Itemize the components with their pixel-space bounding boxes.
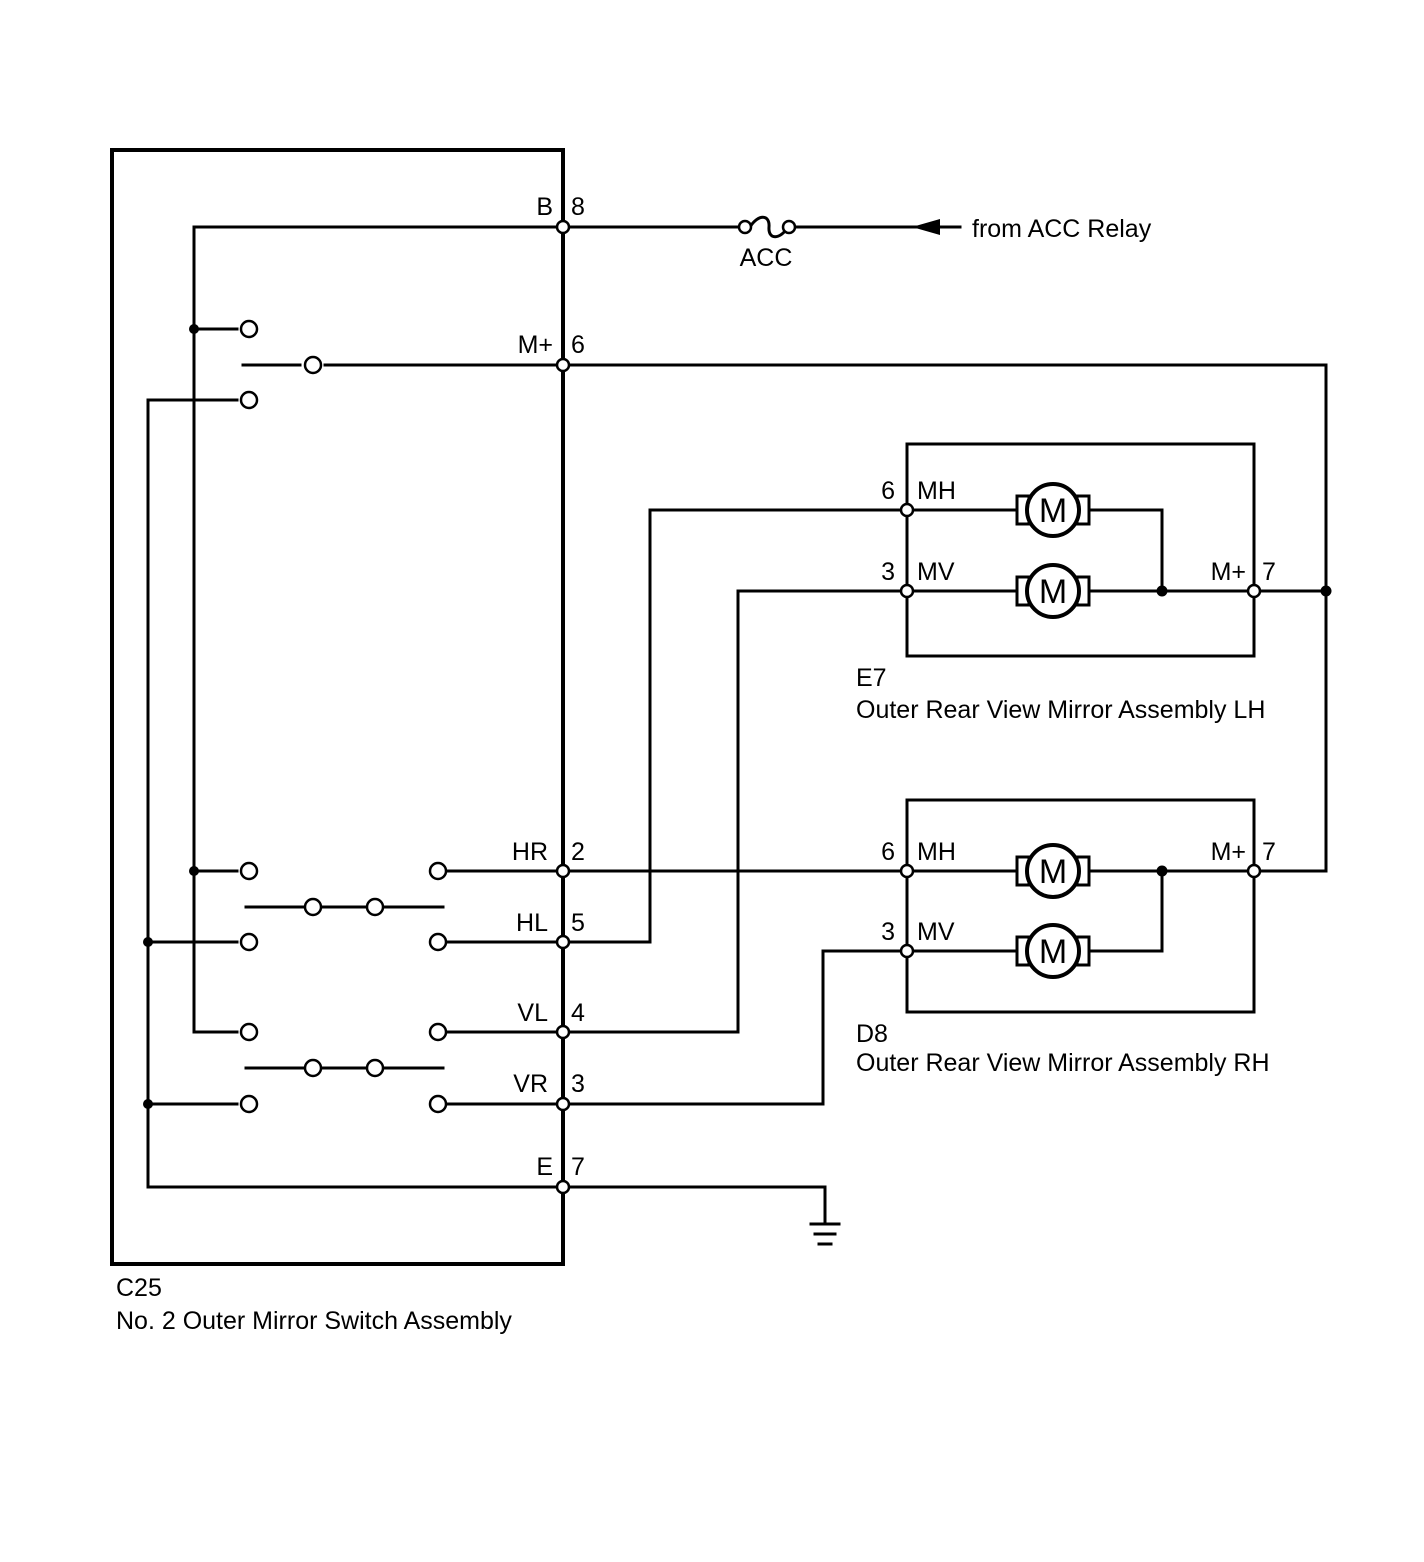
fuse-label: ACC [740, 244, 793, 272]
junction-dot [1320, 585, 1332, 597]
switch-contact [239, 390, 259, 410]
pin-name-hr: HR [512, 838, 548, 866]
pin-name-mplus: M+ [518, 331, 553, 359]
wire [561, 949, 909, 1106]
fuse-symbol [748, 215, 790, 239]
wire [561, 1185, 827, 1226]
switch-contact [239, 932, 259, 952]
terminal [555, 1096, 571, 1112]
mirror-rh-box [905, 798, 1256, 1014]
rh-mh-name: MH [917, 838, 956, 866]
terminal [555, 357, 571, 373]
switch-contact [303, 355, 323, 375]
pin-name-hl: HL [516, 909, 548, 937]
pin-num-hl: 5 [571, 909, 585, 937]
lh-mv-num: 3 [881, 558, 895, 586]
switch-contact [365, 897, 385, 917]
arrow-icon [912, 219, 940, 235]
mirror-lh-name: Outer Rear View Mirror Assembly LH [856, 696, 1265, 724]
rh-mplus-name: M+ [1211, 838, 1246, 866]
switch-contact [428, 1094, 448, 1114]
pin-num-b: 8 [571, 193, 585, 221]
pin-name-b: B [536, 193, 553, 221]
switch-contact [428, 1022, 448, 1042]
lh-mh-num: 6 [881, 477, 895, 505]
switch-contact [239, 1094, 259, 1114]
rh-mh-num: 6 [881, 838, 895, 866]
motor-icon: M [1015, 843, 1091, 899]
lh-mv-name: MV [917, 558, 955, 586]
switch-assembly-code: C25 [116, 1274, 162, 1302]
fuse-terminal [737, 219, 753, 235]
terminal [555, 1179, 571, 1195]
switch-assembly-box [110, 148, 565, 1266]
pin-num-vl: 4 [571, 999, 585, 1027]
motor-icon: M [1015, 482, 1091, 538]
lh-mh-name: MH [917, 477, 956, 505]
junction-dot [1156, 865, 1168, 877]
rh-mv-name: MV [917, 918, 955, 946]
rh-mplus-num: 7 [1262, 838, 1276, 866]
motor-icon: M [1015, 563, 1091, 619]
terminal [555, 1024, 571, 1040]
pin-name-e: E [536, 1153, 553, 1181]
rh-mv-num: 3 [881, 918, 895, 946]
lh-mplus-name: M+ [1211, 558, 1246, 586]
switch-contact [239, 1022, 259, 1042]
pin-name-vl: VL [517, 999, 548, 1027]
switch-contact [239, 319, 259, 339]
switch-contact [428, 861, 448, 881]
pin-name-vr: VR [513, 1070, 548, 1098]
terminal [1246, 583, 1262, 599]
terminal [555, 863, 571, 879]
source-label: from ACC Relay [972, 215, 1152, 243]
fuse-terminal [781, 219, 797, 235]
junction-dot [189, 324, 199, 334]
mirror-rh-name: Outer Rear View Mirror Assembly RH [856, 1049, 1270, 1077]
junction-dot [143, 1099, 153, 1109]
terminal [555, 219, 571, 235]
terminal [899, 943, 915, 959]
switch-contact [239, 861, 259, 881]
pin-num-mplus: 6 [571, 331, 585, 359]
switch-contact [365, 1058, 385, 1078]
terminal [899, 502, 915, 518]
lh-mplus-num: 7 [1262, 558, 1276, 586]
pin-num-e: 7 [571, 1153, 585, 1181]
mirror-lh-box [905, 442, 1256, 658]
terminal [899, 863, 915, 879]
mirror-rh-code: D8 [856, 1020, 888, 1048]
pin-num-hr: 2 [571, 838, 585, 866]
terminal [899, 583, 915, 599]
junction-dot [1156, 585, 1168, 597]
pin-num-vr: 3 [571, 1070, 585, 1098]
switch-contact [428, 932, 448, 952]
wire [561, 589, 909, 1034]
terminal [1246, 863, 1262, 879]
switch-assembly-name: No. 2 Outer Mirror Switch Assembly [116, 1307, 512, 1335]
wire [561, 508, 909, 944]
junction-dot [143, 937, 153, 947]
motor-label: M [1039, 573, 1067, 611]
motor-label: M [1039, 933, 1067, 971]
motor-label: M [1039, 492, 1067, 530]
ground-icon [809, 1222, 841, 1246]
terminal [555, 934, 571, 950]
motor-label: M [1039, 853, 1067, 891]
switch-contact [303, 897, 323, 917]
mirror-lh-code: E7 [856, 664, 887, 692]
junction-dot [189, 866, 199, 876]
switch-contact [303, 1058, 323, 1078]
motor-icon: M [1015, 923, 1091, 979]
